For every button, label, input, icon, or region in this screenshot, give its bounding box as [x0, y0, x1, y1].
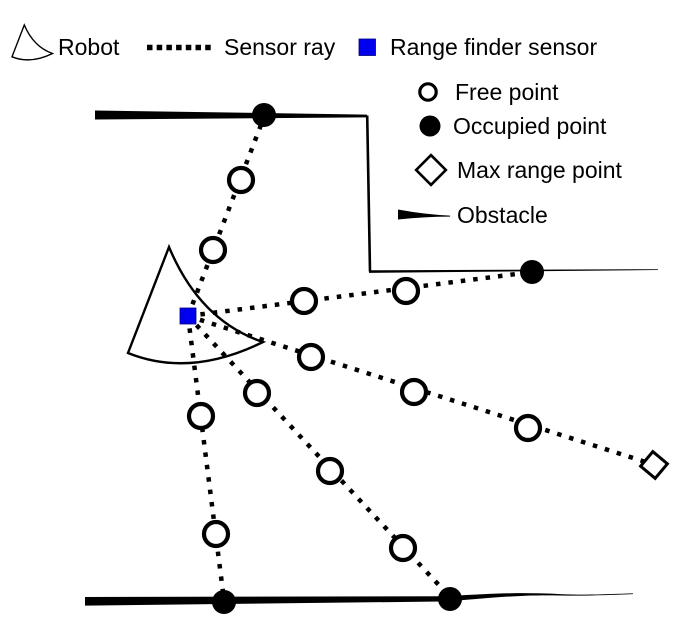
ray-down — [185, 315, 227, 601]
ray-up — [185, 116, 267, 317]
range-finder-sensor-icon — [358, 38, 376, 56]
free-point-marker — [513, 413, 543, 443]
occupied-point-marker — [520, 260, 544, 284]
robot-body — [126, 243, 267, 365]
free-point-marker — [198, 235, 228, 265]
legend-max-range-label: Max range point — [457, 157, 623, 183]
free-point-marker — [289, 286, 319, 316]
max-range-point-icon — [414, 153, 448, 187]
free-point-marker — [186, 401, 216, 431]
top-wall — [95, 110, 367, 120]
free-point-marker — [399, 377, 429, 407]
scan-point-markers — [186, 103, 670, 614]
free-point-marker — [201, 519, 231, 549]
free-point-marker — [391, 276, 421, 306]
free-point-marker — [226, 165, 256, 195]
legend: Robot Sensor ray Range finder sensor Fre… — [11, 23, 623, 228]
free-point-icon — [418, 82, 438, 102]
bottom-wall — [85, 593, 633, 606]
obstacle-icon — [398, 209, 450, 220]
legend-robot-label: Robot — [58, 34, 120, 60]
legend-occupied-point-label: Occupied point — [453, 113, 607, 139]
occupied-point-marker — [252, 103, 276, 127]
occupied-point-marker — [212, 590, 236, 614]
free-point-marker — [315, 456, 345, 486]
legend-sensor-ray-label: Sensor ray — [224, 34, 336, 60]
legend-obstacle-label: Obstacle — [457, 202, 548, 228]
free-point-marker — [242, 378, 272, 408]
robot-icon — [11, 23, 55, 61]
range-finder-sensor-marker — [179, 307, 197, 325]
sensor-rays — [185, 116, 653, 601]
right-wall-horizontal — [369, 269, 658, 273]
free-point-marker — [296, 342, 326, 372]
right-wall-vertical — [365, 115, 372, 272]
occupied-point-icon — [419, 115, 441, 137]
robot-outline — [126, 243, 267, 365]
ray-down-right — [186, 314, 452, 599]
ray-upper-right — [187, 269, 533, 319]
occupied-point-marker — [438, 587, 462, 611]
free-point-marker — [388, 533, 418, 563]
range-finder-sensor — [179, 307, 197, 325]
legend-range-finder-label: Range finder sensor — [390, 34, 597, 60]
legend-free-point-label: Free point — [455, 79, 559, 105]
max-range-point-marker — [638, 449, 670, 481]
